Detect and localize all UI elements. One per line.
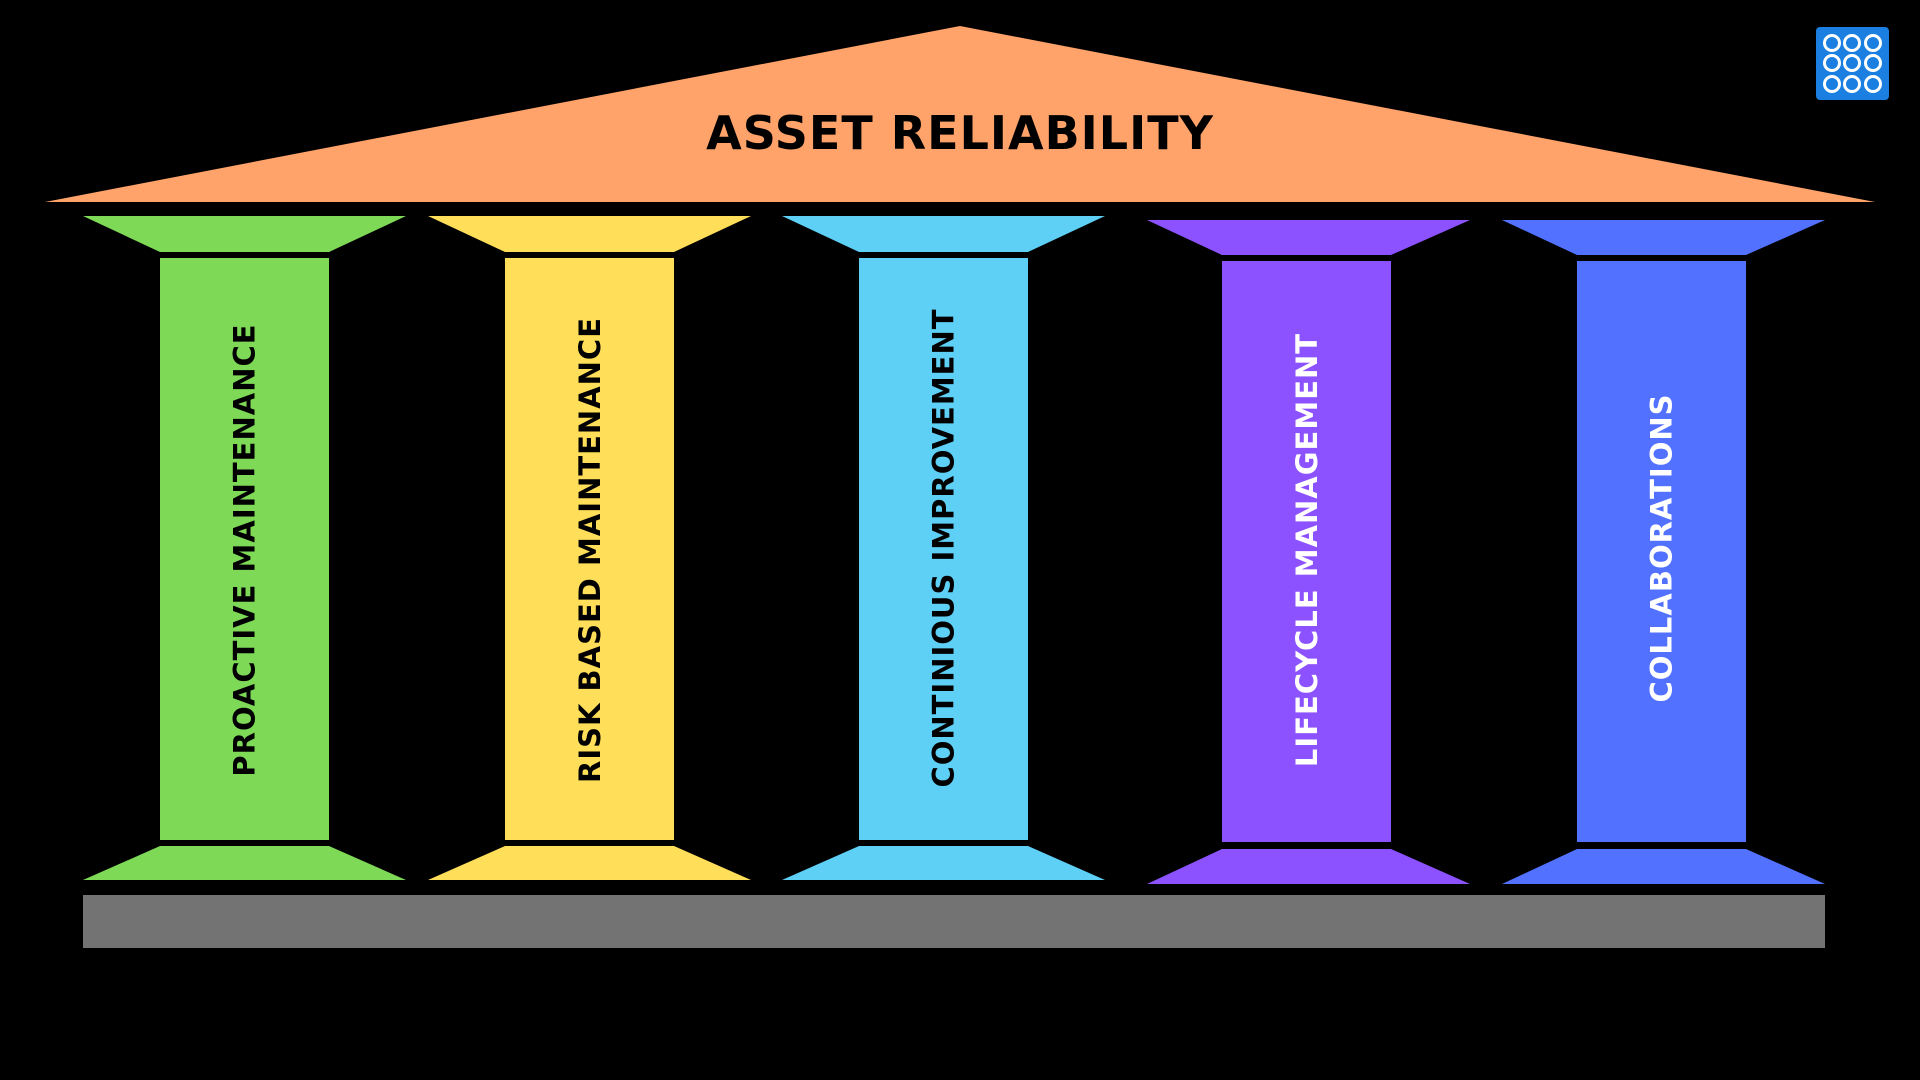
pillar-label: PROACTIVE MAINTENANCE: [227, 323, 262, 777]
grid-dot: [1863, 74, 1882, 93]
pillar-1: [83, 216, 406, 880]
pillar-top-capital: [782, 216, 1105, 252]
grid-dot: [1863, 54, 1882, 73]
pillar-label: LIFECYCLE MANAGEMENT: [1289, 332, 1324, 768]
pillar-bottom-capital: [1147, 849, 1470, 884]
pillar-shaft: [1222, 261, 1391, 842]
pillar-shaft: [1577, 261, 1746, 842]
pillar-3: [782, 216, 1105, 880]
pillar-bottom-capital: [782, 846, 1105, 880]
pillar-5: [1502, 220, 1825, 884]
grid-dot: [1823, 34, 1842, 53]
pillar-shaft: [160, 258, 329, 840]
grid-menu-icon[interactable]: [1816, 27, 1889, 100]
grid-dot: [1843, 54, 1862, 73]
pillar-top-capital: [1147, 220, 1470, 255]
pillar-label: CONTINIOUS IMPROVEMENT: [926, 308, 961, 788]
roof-title: ASSET RELIABILITY: [706, 106, 1214, 160]
pillar-top-capital: [83, 216, 406, 252]
pillar-shaft: [859, 258, 1028, 840]
grid-dot: [1843, 34, 1862, 53]
pillar-top-capital: [428, 216, 751, 252]
pillar-2: [428, 216, 751, 880]
grid-dot: [1823, 74, 1842, 93]
pillar-4: [1147, 220, 1470, 884]
grid-dot: [1863, 34, 1882, 53]
roof: [45, 26, 1875, 202]
pillar-label: COLLABORATIONS: [1644, 393, 1679, 703]
pillar-bottom-capital: [83, 846, 406, 880]
grid-dot: [1843, 74, 1862, 93]
pillar-shaft: [505, 258, 674, 840]
pillar-bottom-capital: [428, 846, 751, 880]
grid-dot: [1823, 54, 1842, 73]
pillar-top-capital: [1502, 220, 1825, 255]
pillar-label: RISK BASED MAINTENANCE: [572, 316, 607, 784]
foundation-base: [83, 895, 1825, 948]
pillar-bottom-capital: [1502, 849, 1825, 884]
